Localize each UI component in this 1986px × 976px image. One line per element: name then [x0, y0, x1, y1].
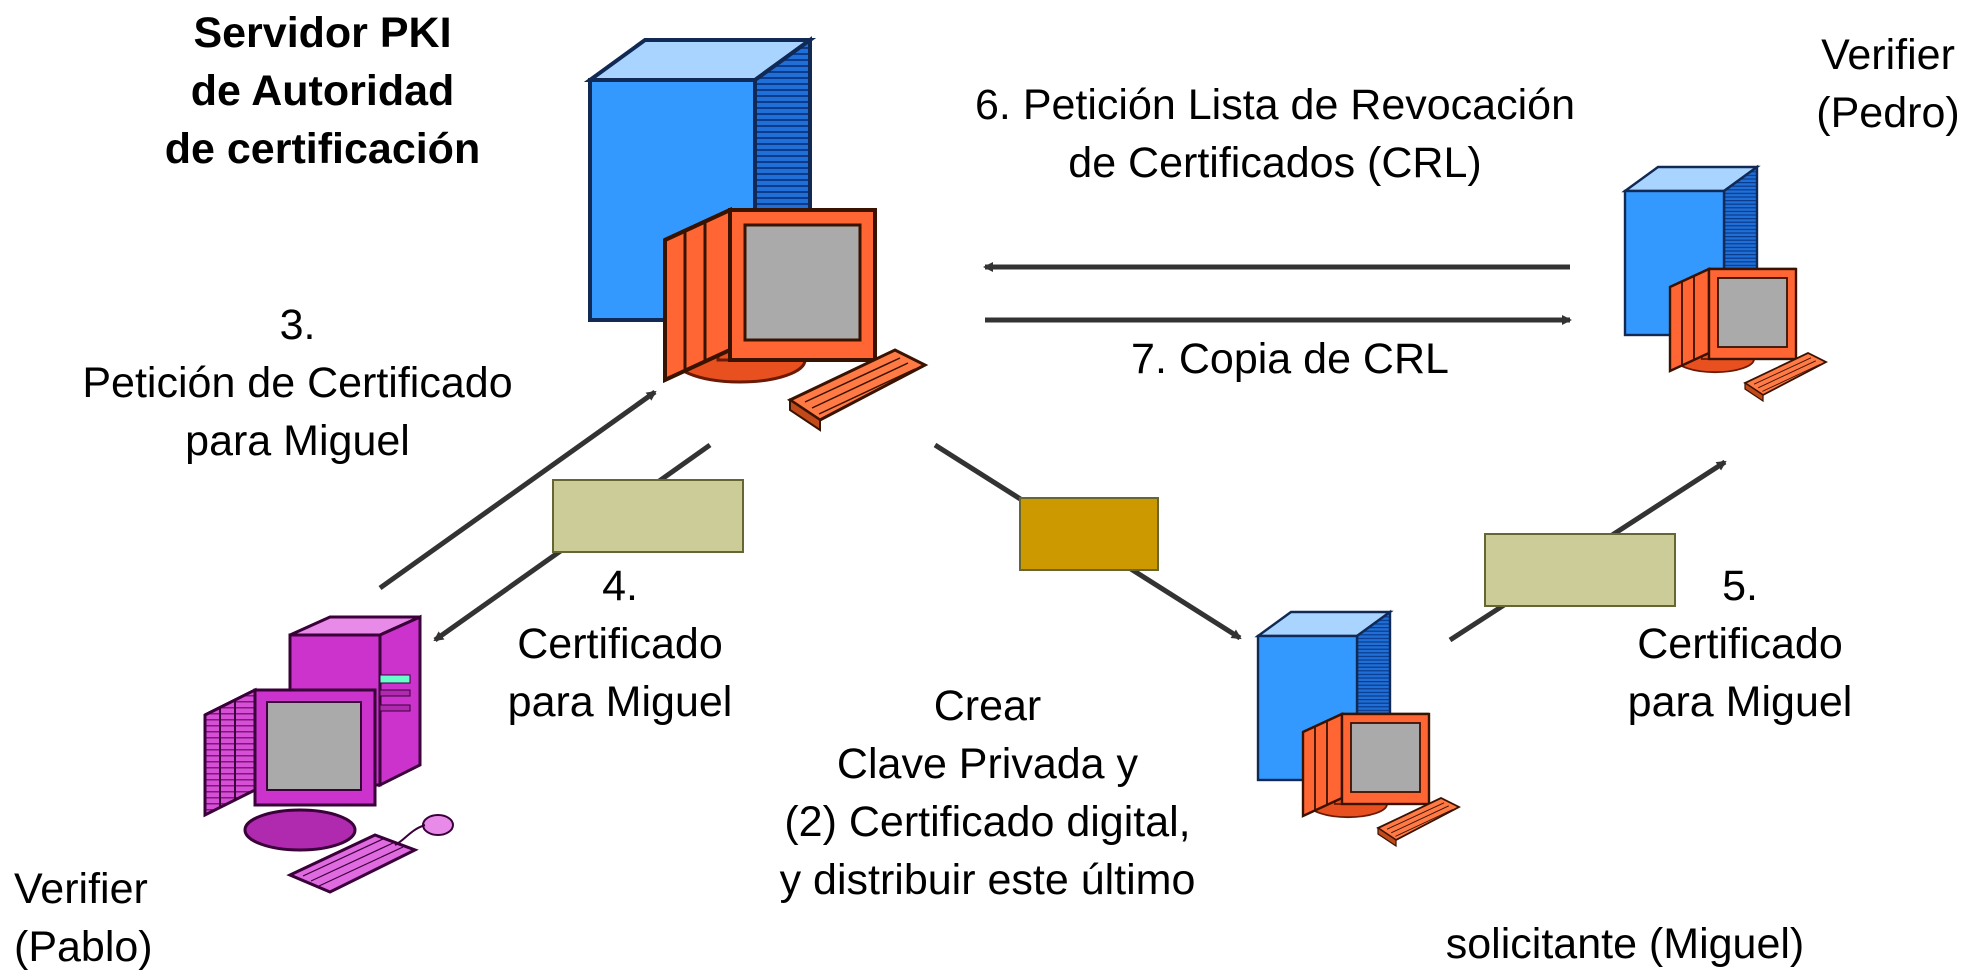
pki-server-title-line-1: Servidor PKI: [193, 9, 452, 57]
verifier-pedro-label: Verifier (Pedro): [1790, 26, 1986, 142]
pki-server-title: Servidor PKI de Autoridad de certificaci…: [120, 4, 525, 178]
certificate-icon-pedro: [1484, 533, 1676, 607]
verifier-pedro-line-2: (Pedro): [1816, 89, 1960, 137]
pki-server-icon: [588, 38, 927, 432]
create-line-1: Crear: [933, 682, 1042, 730]
create-line-3: (2) Certificado digital,: [784, 798, 1191, 846]
applicant-miguel-label: solicitante (Miguel): [1390, 915, 1860, 973]
certificate-icon-pablo: [552, 479, 744, 553]
step3-label: 3. Petición de Certificado para Miguel: [20, 296, 575, 470]
applicant-miguel-icon: [1256, 610, 1461, 848]
pki-server-title-line-3: de certificación: [164, 125, 481, 173]
step3-line-2: Petición de Certificado: [82, 359, 513, 407]
step4-line-1: 4.: [602, 562, 638, 610]
step6-line-1: 6. Petición Lista de Revocación: [975, 81, 1575, 129]
step4-line-3: para Miguel: [507, 678, 733, 726]
step7-text: 7. Copia de CRL: [1131, 335, 1449, 383]
applicant-miguel-text: solicitante (Miguel): [1445, 920, 1805, 968]
step6-line-2: de Certificados (CRL): [1068, 139, 1482, 187]
step5-line-2: Certificado: [1637, 620, 1843, 668]
verifier-pablo-icon: [203, 614, 454, 894]
step7-label: 7. Copia de CRL: [1080, 330, 1500, 388]
step6-label: 6. Petición Lista de Revocación de Certi…: [885, 76, 1665, 192]
arrow-step3: [378, 389, 657, 591]
private-key-icon: [1019, 497, 1159, 571]
verifier-pedro-line-1: Verifier: [1821, 31, 1955, 79]
pki-server-title-line-2: de Autoridad: [190, 67, 455, 115]
create-line-2: Clave Privada y: [836, 740, 1139, 788]
step4-line-2: Certificado: [517, 620, 723, 668]
step3-line-3: para Miguel: [185, 417, 410, 465]
step5-label: 5. Certificado para Miguel: [1590, 557, 1890, 731]
verifier-pablo-line-2: (Pablo): [14, 923, 153, 971]
create-label: Crear Clave Privada y (2) Certificado di…: [715, 677, 1260, 909]
step3-line-1: 3.: [279, 301, 316, 349]
verifier-pedro-icon: [1623, 165, 1828, 403]
step5-line-3: para Miguel: [1627, 678, 1853, 726]
step4-label: 4. Certificado para Miguel: [470, 557, 770, 731]
verifier-pablo-label: Verifier (Pablo): [14, 860, 214, 976]
create-line-4: y distribuir este último: [779, 856, 1196, 904]
verifier-pablo-line-1: Verifier: [14, 865, 148, 913]
step5-line-1: 5.: [1722, 562, 1758, 610]
